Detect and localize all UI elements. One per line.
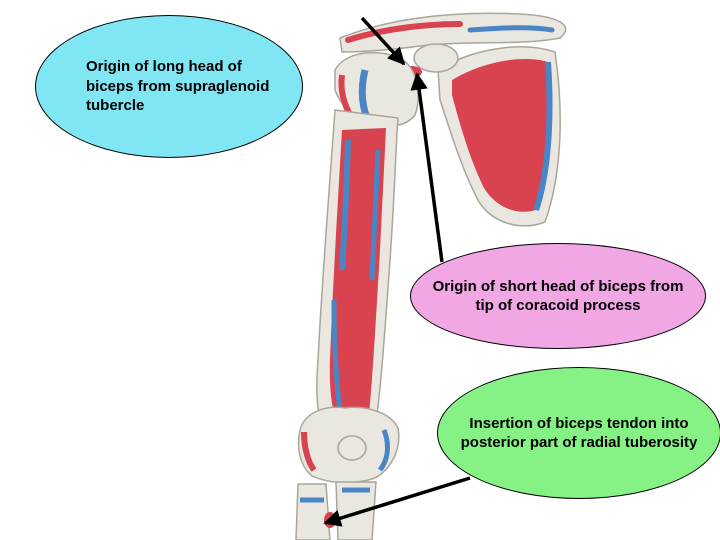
- humerus-shaft: [316, 109, 399, 431]
- callout-long-head: Origin of long head of biceps from supra…: [35, 15, 303, 158]
- callout-insertion: Insertion of biceps tendon into posterio…: [437, 367, 720, 499]
- arrow-insertion: [323, 476, 471, 527]
- coracoid-process: [413, 43, 459, 73]
- clavicle: [339, 12, 567, 53]
- forearm-bones: [295, 481, 377, 540]
- scapula: [437, 46, 561, 227]
- callout-short-head: Origin of short head of biceps from tip …: [410, 243, 706, 349]
- arrow-long-head: [360, 16, 406, 66]
- label-short-head: Origin of short head of biceps from tip …: [432, 277, 684, 315]
- distal-humerus: [297, 406, 400, 484]
- label-long-head: Origin of long head of biceps from supra…: [86, 58, 270, 115]
- arrow-short-head: [410, 72, 444, 263]
- label-insertion: Insertion of biceps tendon into posterio…: [460, 414, 698, 452]
